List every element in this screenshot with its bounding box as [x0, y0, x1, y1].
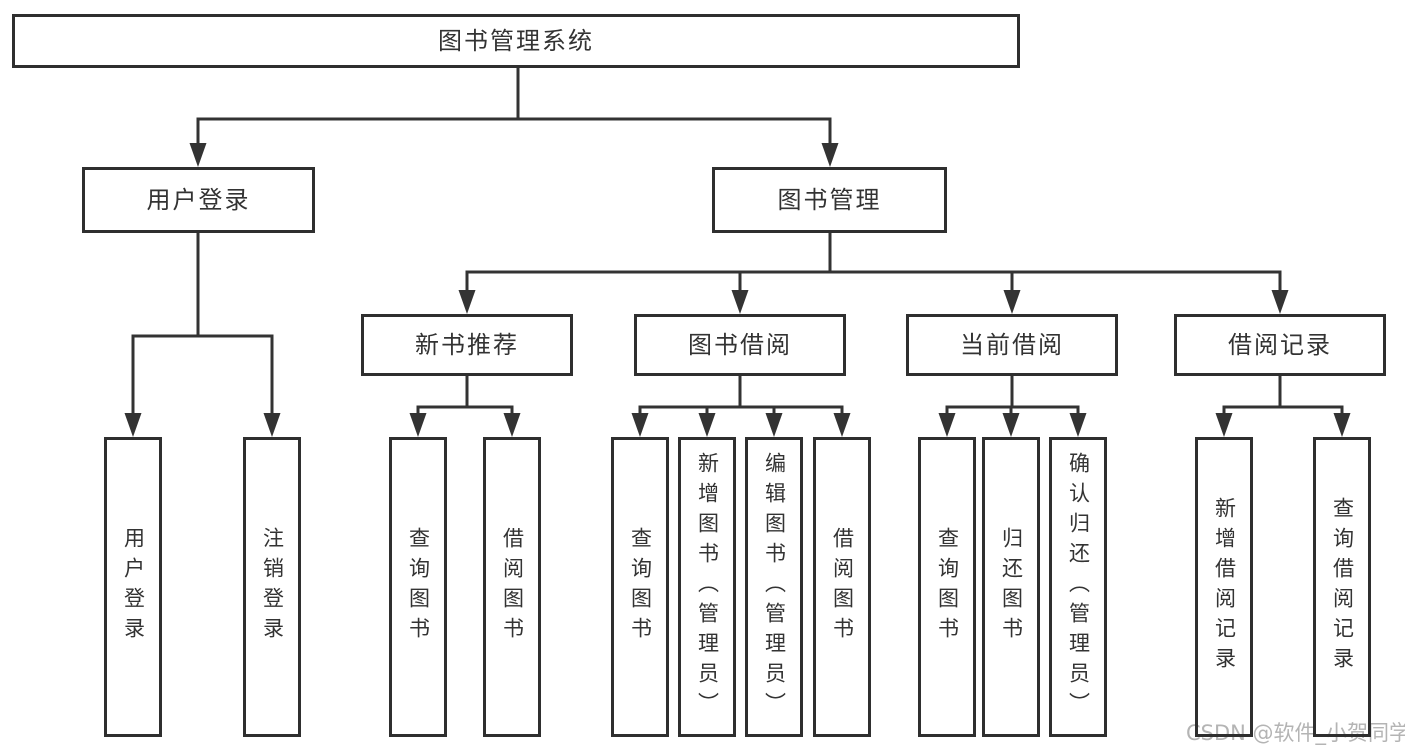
wire-level1-rail	[196, 117, 832, 146]
arrowhead	[458, 290, 476, 314]
arrowhead	[1333, 413, 1351, 437]
leaf-logout-label: 注销登录	[260, 527, 285, 647]
node-book-borrow: 图书借阅	[634, 314, 846, 376]
leaf-borrow-books-borrow: 借阅图书	[813, 437, 871, 737]
leaf-logout: 注销登录	[243, 437, 301, 737]
arrowhead	[821, 143, 839, 167]
node-root-label: 图书管理系统	[438, 27, 594, 55]
arrowhead	[833, 413, 851, 437]
wire-bookmgmt-rail	[465, 270, 1282, 293]
leaf-borrow-books-recommend: 借阅图书	[483, 437, 541, 737]
leaf-add-books-admin-label: 新增图书（管理员）	[695, 452, 720, 722]
leaf-query-books-current: 查询图书	[918, 437, 976, 737]
leaf-add-books-admin: 新增图书（管理员）	[678, 437, 736, 737]
leaf-return-books-label: 归还图书	[999, 527, 1024, 647]
wire-borrow-rail	[638, 405, 844, 416]
arrowhead	[263, 413, 281, 437]
leaf-query-borrow-record-label: 查询借阅记录	[1330, 497, 1355, 677]
node-new-book-recommend-label: 新书推荐	[415, 331, 519, 359]
arrowhead	[765, 413, 783, 437]
leaf-user-login: 用户登录	[104, 437, 162, 737]
leaf-query-books-borrow: 查询图书	[611, 437, 669, 737]
wire-record-rail	[1222, 405, 1344, 416]
arrowhead	[1003, 290, 1021, 314]
leaf-query-books-borrow-label: 查询图书	[628, 527, 653, 647]
leaf-edit-books-admin: 编辑图书（管理员）	[745, 437, 803, 737]
node-user-login: 用户登录	[82, 167, 315, 233]
node-borrow-records-label: 借阅记录	[1228, 331, 1332, 359]
arrowhead	[409, 413, 427, 437]
leaf-query-books-current-label: 查询图书	[935, 527, 960, 647]
arrowhead	[631, 413, 649, 437]
arrowhead	[1271, 290, 1289, 314]
arrowhead	[503, 413, 521, 437]
leaf-add-borrow-record-label: 新增借阅记录	[1212, 497, 1237, 677]
leaf-borrow-books-borrow-label: 借阅图书	[830, 527, 855, 647]
leaf-edit-books-admin-label: 编辑图书（管理员）	[762, 452, 787, 722]
leaf-return-books: 归还图书	[982, 437, 1040, 737]
leaf-user-login-label: 用户登录	[121, 527, 146, 647]
leaf-confirm-return-admin: 确认归还（管理员）	[1049, 437, 1107, 737]
leaf-query-borrow-record: 查询借阅记录	[1313, 437, 1371, 737]
arrowhead	[698, 413, 716, 437]
leaf-query-books-recommend: 查询图书	[389, 437, 447, 737]
leaf-borrow-books-recommend-label: 借阅图书	[500, 527, 525, 647]
node-book-borrow-label: 图书借阅	[688, 331, 792, 359]
leaf-query-books-recommend-label: 查询图书	[406, 527, 431, 647]
node-book-management: 图书管理	[712, 167, 947, 233]
node-borrow-records: 借阅记录	[1174, 314, 1386, 376]
node-current-borrow: 当前借阅	[906, 314, 1118, 376]
arrowhead	[124, 413, 142, 437]
arrowhead	[1002, 413, 1020, 437]
wire-newbook-rail	[416, 405, 514, 416]
leaf-confirm-return-admin-label: 确认归还（管理员）	[1066, 452, 1091, 722]
arrowhead	[1069, 413, 1087, 437]
node-current-borrow-label: 当前借阅	[960, 331, 1064, 359]
leaf-add-borrow-record: 新增借阅记录	[1195, 437, 1253, 737]
arrowhead	[731, 290, 749, 314]
arrowhead	[189, 143, 207, 167]
node-new-book-recommend: 新书推荐	[361, 314, 573, 376]
arrowhead	[938, 413, 956, 437]
wire-userlogin-rail	[131, 334, 274, 416]
node-root: 图书管理系统	[12, 14, 1020, 68]
node-user-login-label: 用户登录	[146, 186, 251, 214]
arrowhead	[1215, 413, 1233, 437]
node-book-management-label: 图书管理	[777, 186, 882, 214]
